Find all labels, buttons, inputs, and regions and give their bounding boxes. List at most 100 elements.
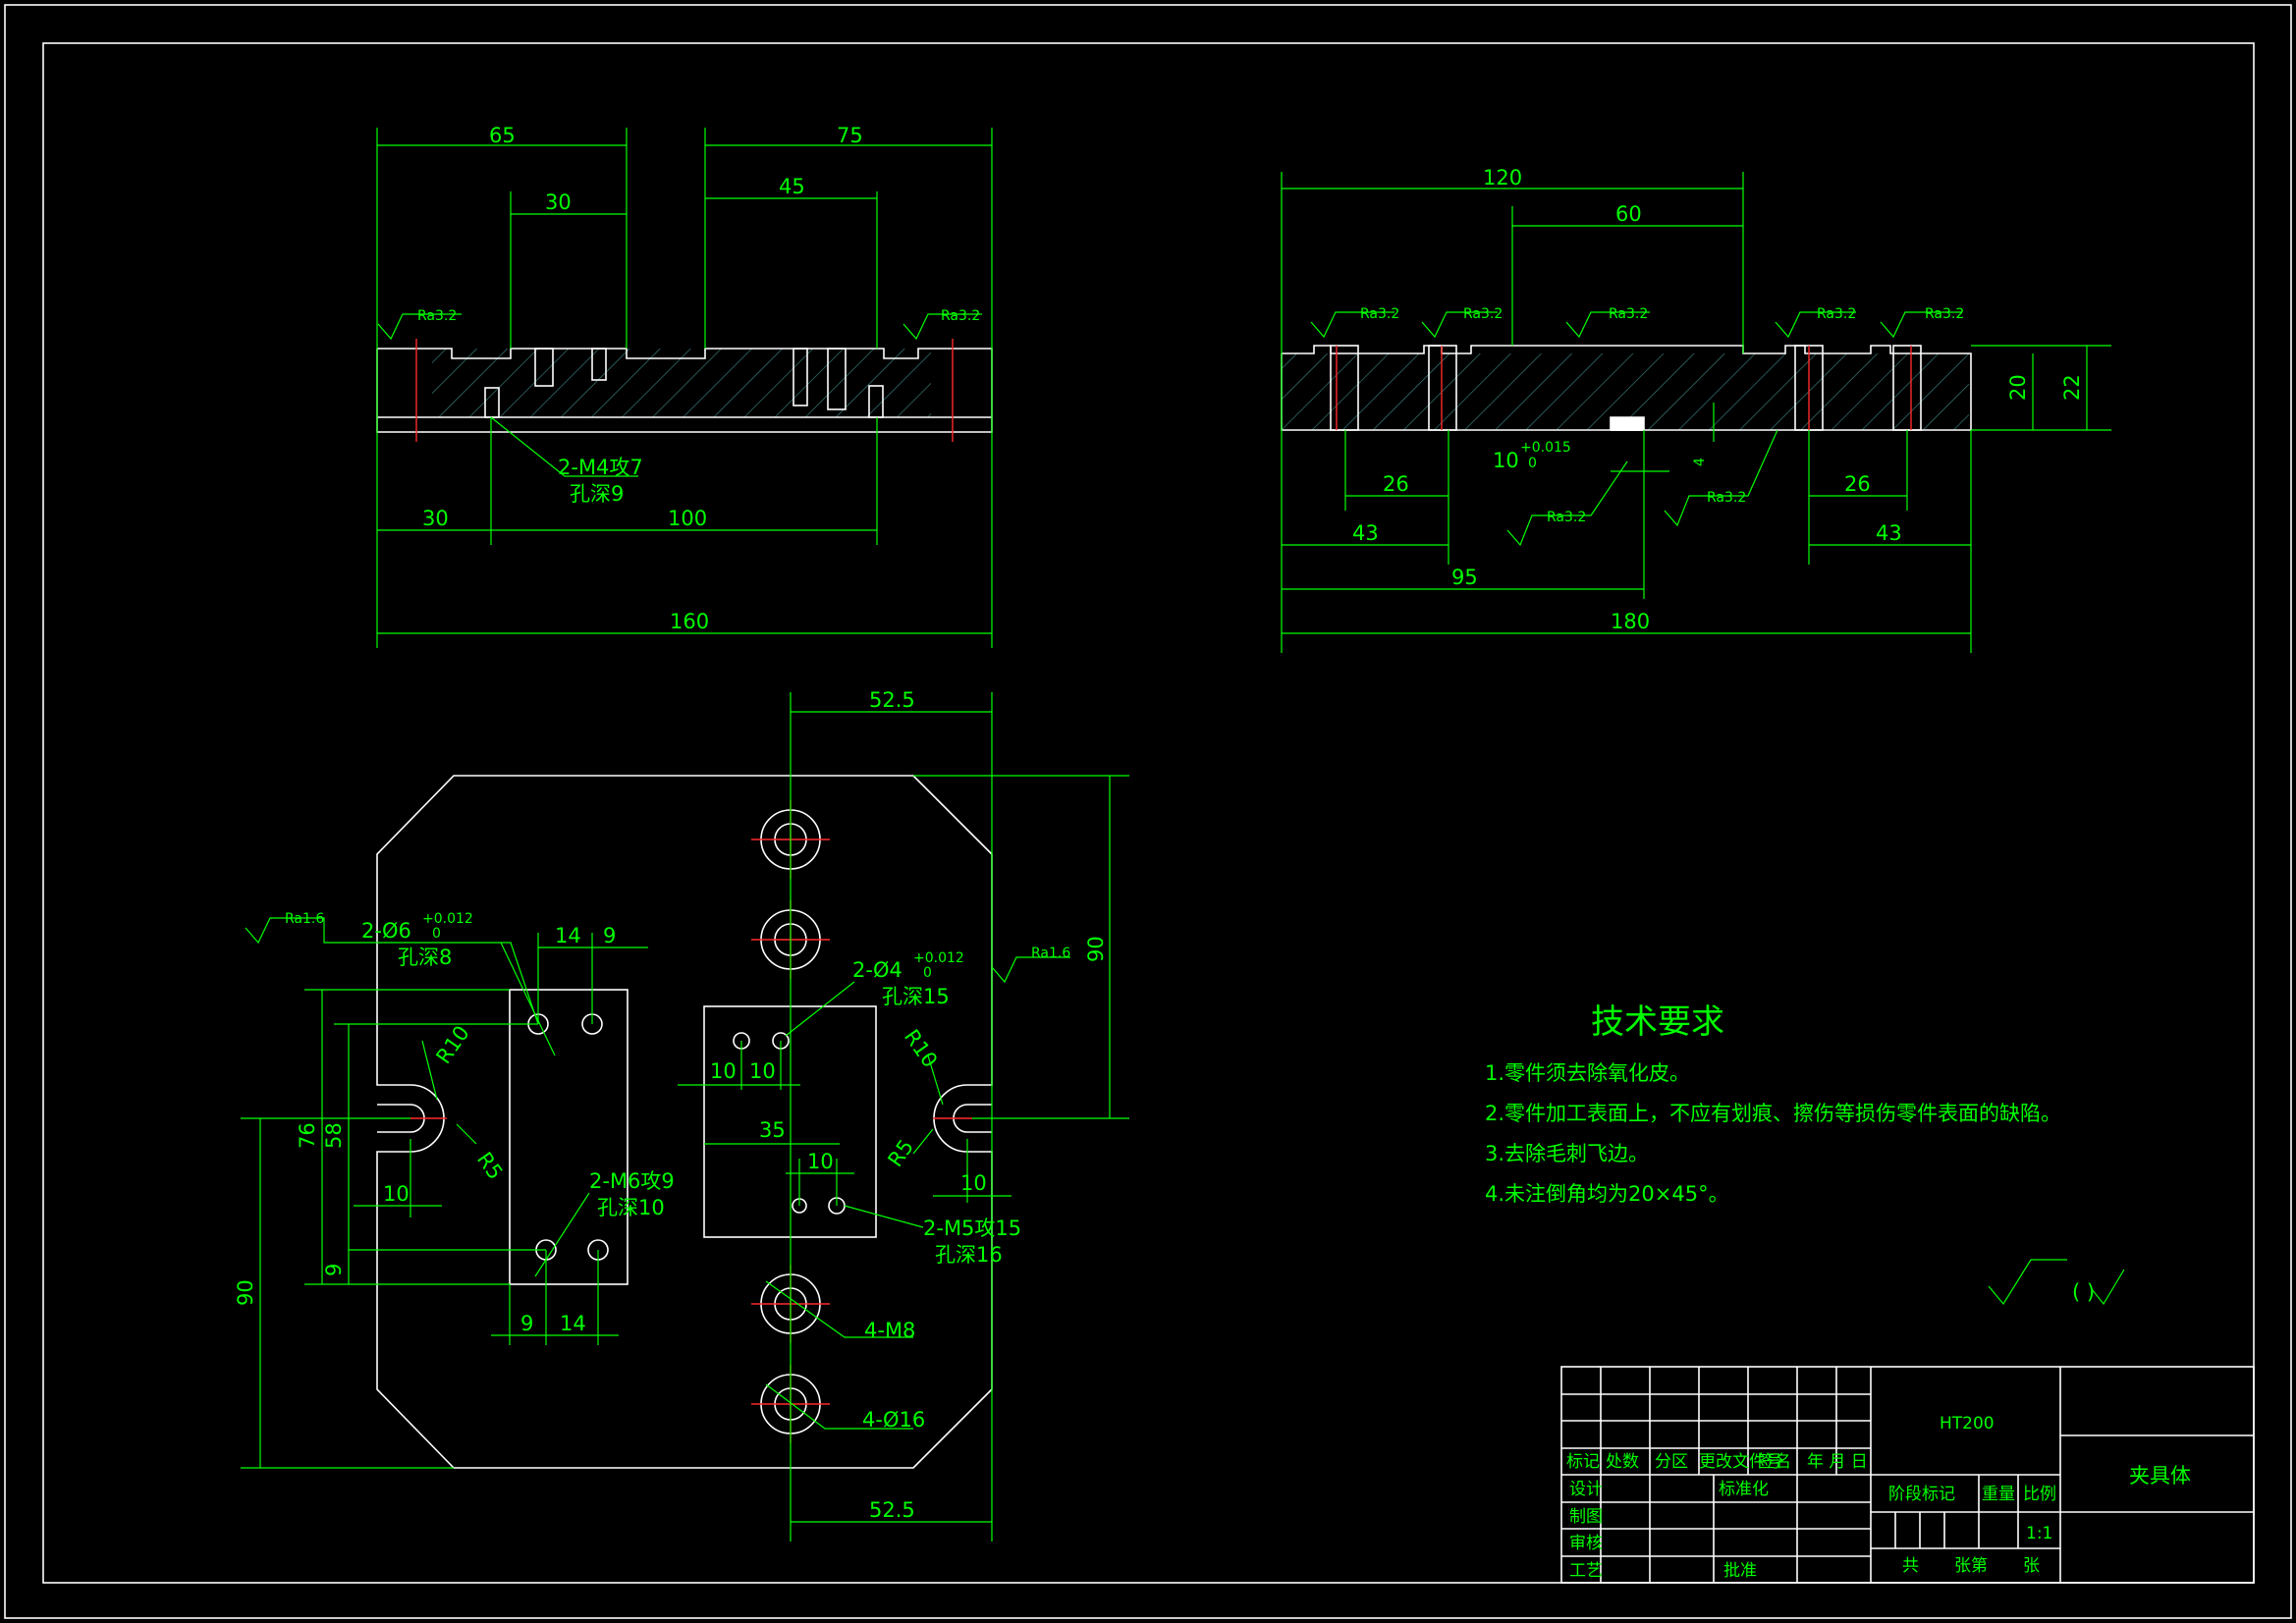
section-hatch — [432, 349, 931, 417]
tb-part-name: 夹具体 — [2129, 1464, 2191, 1488]
tb-material: HT200 — [1940, 1414, 1995, 1434]
dim-10-c: 10 — [807, 1150, 834, 1173]
callout-m5-line2: 孔深16 — [935, 1243, 1003, 1267]
dim-20: 20 — [2006, 374, 2030, 401]
plan-view: 52.5 52.5 90 14 9 10 10 35 10 76 58 10 9… — [234, 688, 1129, 1542]
dim-76: 76 — [296, 1122, 319, 1149]
callout-m6-line2: 孔深10 — [597, 1196, 665, 1219]
top-right-section-view: 120 60 26 43 95 180 26 43 20 22 4 10 +0.… — [1281, 166, 2111, 653]
tb-row-check: 审核 — [1569, 1534, 1603, 1553]
radius-r10-right: R10 — [900, 1025, 942, 1072]
tb-row-process: 工艺 — [1569, 1561, 1603, 1581]
tb-row-standard: 标准化 — [1719, 1480, 1769, 1499]
callout-m4-line2: 孔深9 — [570, 482, 624, 506]
dim-9-top: 9 — [603, 924, 616, 947]
dim-180: 180 — [1611, 610, 1650, 633]
dim-75: 75 — [837, 124, 863, 147]
callout-phi16: 4-Ø16 — [862, 1408, 925, 1432]
roughness-6: Ra3.2 — [1547, 510, 1586, 525]
tb-weight: 重量 — [1982, 1485, 2015, 1504]
dim-4: 4 — [1692, 458, 1708, 466]
callout-m4-line1: 2-M4攻7 — [558, 456, 643, 479]
tb-header-change: 更改文件号 — [1699, 1452, 1782, 1472]
callout-phi4-line1: 2-Ø4 — [852, 958, 902, 982]
radius-r5-left: R5 — [472, 1148, 508, 1184]
requirements-title: 技术要求 — [1591, 1002, 1724, 1042]
tolerance-upper: +0.015 — [1520, 440, 1571, 456]
dim-30-bottom: 30 — [422, 507, 449, 530]
roughness-plan-left: Ra1.6 — [285, 911, 324, 927]
dim-45: 45 — [779, 175, 805, 198]
technical-requirements: 技术要求 1.零件须去除氧化皮。 2.零件加工表面上，不应有划痕、擦伤等损伤零件… — [1485, 1002, 2125, 1306]
tb-sheet-unit: 张 — [2023, 1556, 2040, 1576]
dim-100: 100 — [668, 507, 707, 530]
tb-scale: 1:1 — [2026, 1524, 2052, 1543]
dim-10-e: 10 — [960, 1171, 987, 1195]
dim-43-right: 43 — [1876, 521, 1902, 545]
requirement-1: 1.零件须去除氧化皮。 — [1485, 1061, 1690, 1085]
radius-r10-left: R10 — [431, 1021, 473, 1068]
requirement-3: 3.去除毛刺飞边。 — [1485, 1142, 1649, 1165]
inner-border — [42, 42, 2255, 1584]
callout-m5-line1: 2-M5攻15 — [923, 1217, 1021, 1240]
dim-26-right: 26 — [1844, 472, 1871, 496]
tb-header-count: 处数 — [1606, 1452, 1639, 1472]
tb-header-zone: 分区 — [1655, 1452, 1688, 1472]
tb-row-design: 设计 — [1569, 1480, 1603, 1499]
dim-43-left: 43 — [1352, 521, 1379, 545]
dim-95: 95 — [1451, 566, 1478, 589]
plan-outline — [376, 775, 993, 1469]
dim-10-a: 10 — [710, 1059, 737, 1083]
dim-65: 65 — [489, 124, 516, 147]
top-left-section-view: 65 75 30 45 30 100 160 Ra3.2 Ra3.2 2-M4攻… — [376, 124, 993, 648]
callout-phi6-line1: 2-Ø6 — [361, 919, 411, 943]
roughness-left: Ra3.2 — [417, 308, 457, 324]
dim-52-5-bottom: 52.5 — [869, 1498, 915, 1522]
general-roughness-paren: ( ) — [2072, 1280, 2095, 1304]
dim-14-top: 14 — [555, 924, 581, 947]
callout-phi6-line2: 孔深8 — [398, 946, 452, 969]
dim-10-b: 10 — [749, 1059, 776, 1083]
tb-stage: 阶段标记 — [1888, 1485, 1955, 1504]
callout-phi6-tol-lower: 0 — [432, 926, 441, 942]
dim-90-left: 90 — [234, 1279, 257, 1306]
dim-90-right: 90 — [1084, 936, 1108, 962]
tb-header-date: 年 月 日 — [1807, 1452, 1868, 1472]
dim-10-d: 10 — [383, 1182, 410, 1206]
roughness-4: Ra3.2 — [1817, 306, 1856, 322]
title-block: 标记 处数 分区 更改文件号 签名 年 月 日 设计 标准化 制图 审核 工艺 … — [1560, 1366, 2255, 1584]
tb-row-approve: 批准 — [1723, 1561, 1757, 1581]
dim-120: 120 — [1483, 166, 1522, 189]
roughness-7: Ra3.2 — [1707, 490, 1746, 506]
callout-phi6-tol-upper: +0.012 — [422, 911, 473, 927]
dim-9-bottom: 9 — [520, 1312, 533, 1335]
dim-160: 160 — [670, 610, 709, 633]
tb-sheet-total: 共 — [1902, 1556, 1919, 1576]
dim-22: 22 — [2060, 374, 2084, 401]
callout-m6-line1: 2-M6攻9 — [589, 1169, 675, 1193]
dim-30-top: 30 — [545, 190, 572, 214]
left-insert — [509, 989, 629, 1285]
tb-header-sign: 签名 — [1758, 1452, 1791, 1472]
general-roughness-symbol — [1988, 1259, 2067, 1306]
outer-border — [4, 4, 2292, 1619]
tb-ratio: 比例 — [2023, 1485, 2056, 1504]
tb-sheet-no: 张第 — [1954, 1556, 1988, 1576]
roughness-right: Ra3.2 — [941, 308, 980, 324]
roughness-1: Ra3.2 — [1360, 306, 1399, 322]
tolerance-lower: 0 — [1528, 456, 1537, 471]
callout-phi4-tol-lower: 0 — [923, 965, 932, 981]
dim-58: 58 — [322, 1122, 346, 1149]
tb-header-mark: 标记 — [1566, 1452, 1600, 1472]
callout-phi4-line2: 孔深15 — [882, 985, 950, 1008]
dim-9-left: 9 — [322, 1264, 346, 1276]
requirement-2: 2.零件加工表面上，不应有划痕、擦伤等损伤零件表面的缺陷。 — [1485, 1102, 2061, 1125]
requirement-4: 4.未注倒角均为20×45°。 — [1485, 1182, 1729, 1206]
dim-26-left: 26 — [1383, 472, 1409, 496]
tb-row-draw: 制图 — [1569, 1507, 1603, 1527]
roughness-3: Ra3.2 — [1609, 306, 1648, 322]
counterbore-holes — [410, 800, 972, 1443]
dim-60: 60 — [1615, 202, 1642, 226]
callout-m8: 4-M8 — [864, 1319, 915, 1342]
